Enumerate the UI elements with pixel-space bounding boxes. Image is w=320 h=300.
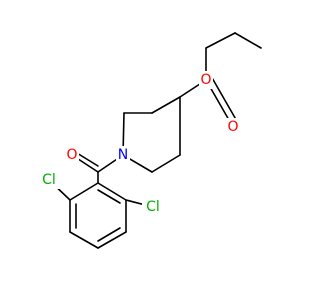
atom-chlorine-right-label: Cl bbox=[146, 199, 160, 215]
atom-chlorine-left-label: Cl bbox=[42, 172, 56, 188]
bond-ring-c6-c5 bbox=[151, 154, 181, 173]
bond-ester-co-double-b bbox=[210, 75, 239, 124]
atom-amide-oxygen: O bbox=[65, 146, 79, 164]
atom-piperidine-nitrogen-label: N bbox=[118, 147, 128, 163]
atom-ester-carbonyl-oxygen-label: O bbox=[227, 119, 238, 135]
bond-ring-c4-c3 bbox=[151, 96, 181, 114]
bond-aryl-c4-c5 bbox=[97, 231, 127, 249]
bond-aryl-c1-c6 bbox=[97, 182, 127, 201]
bond-ethyl-ch2-o bbox=[205, 32, 236, 49]
bond-aryl-c1-c2 bbox=[69, 182, 99, 201]
atom-chlorine-right: Cl bbox=[142, 198, 164, 216]
atom-amide-oxygen-label: O bbox=[66, 147, 77, 163]
bond-aryl-inner-3 bbox=[97, 189, 121, 204]
molecule-structure-drawing: O O N O Cl Cl bbox=[38, 32, 262, 249]
bond-aryl-c3-c4 bbox=[69, 231, 99, 249]
atom-ester-ether-oxygen: O bbox=[199, 71, 213, 89]
atom-chlorine-left: Cl bbox=[38, 171, 60, 189]
atom-piperidine-nitrogen: N bbox=[116, 146, 130, 164]
bond-ethyl-ch3-ch2 bbox=[234, 32, 262, 49]
atom-ester-carbonyl-oxygen: O bbox=[226, 118, 240, 136]
atom-ester-ether-oxygen-label: O bbox=[200, 72, 211, 88]
bond-aryl-inner-2 bbox=[97, 227, 121, 242]
atom-label-layer: O O N O Cl Cl bbox=[38, 71, 240, 216]
